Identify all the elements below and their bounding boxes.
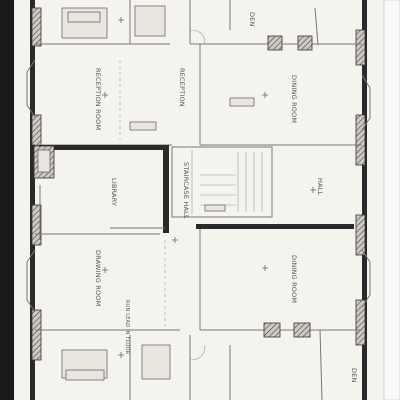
- label-library: LIBRARY: [110, 178, 118, 206]
- label-staircase-hall: STAIRCASE HALL: [182, 162, 190, 219]
- label-reception-room-upper: RECEPTION ROOM: [94, 68, 102, 130]
- label-hall: HALL: [316, 178, 324, 196]
- label-reception-center: RECEPTION: [178, 68, 186, 107]
- label-drawing-room-lower: DRAWING ROOM: [94, 250, 102, 306]
- hall-wall: [35, 224, 354, 330]
- staircase: [171, 146, 273, 218]
- right-scan-margin: [383, 0, 400, 400]
- left-scan-edge: [0, 0, 14, 400]
- label-dining-room-upper: DINING ROOM: [290, 75, 298, 123]
- label-den-bottom: DEN: [350, 368, 358, 383]
- library-walls: [33, 145, 169, 240]
- label-dining-room-lower: DINING ROOM: [290, 255, 298, 303]
- exterior-walls: [26, 0, 371, 400]
- lower-service-rooms: [35, 322, 362, 400]
- label-run-lead-note: RUN LEAD IN FLOOR: [124, 300, 130, 355]
- room-labels: DEN DINING ROOM RECEPTION ROOM RECEPTION…: [94, 12, 358, 383]
- label-den-top: DEN: [248, 12, 256, 27]
- light-fixtures: [102, 17, 316, 358]
- top-service-rooms: [35, 0, 362, 51]
